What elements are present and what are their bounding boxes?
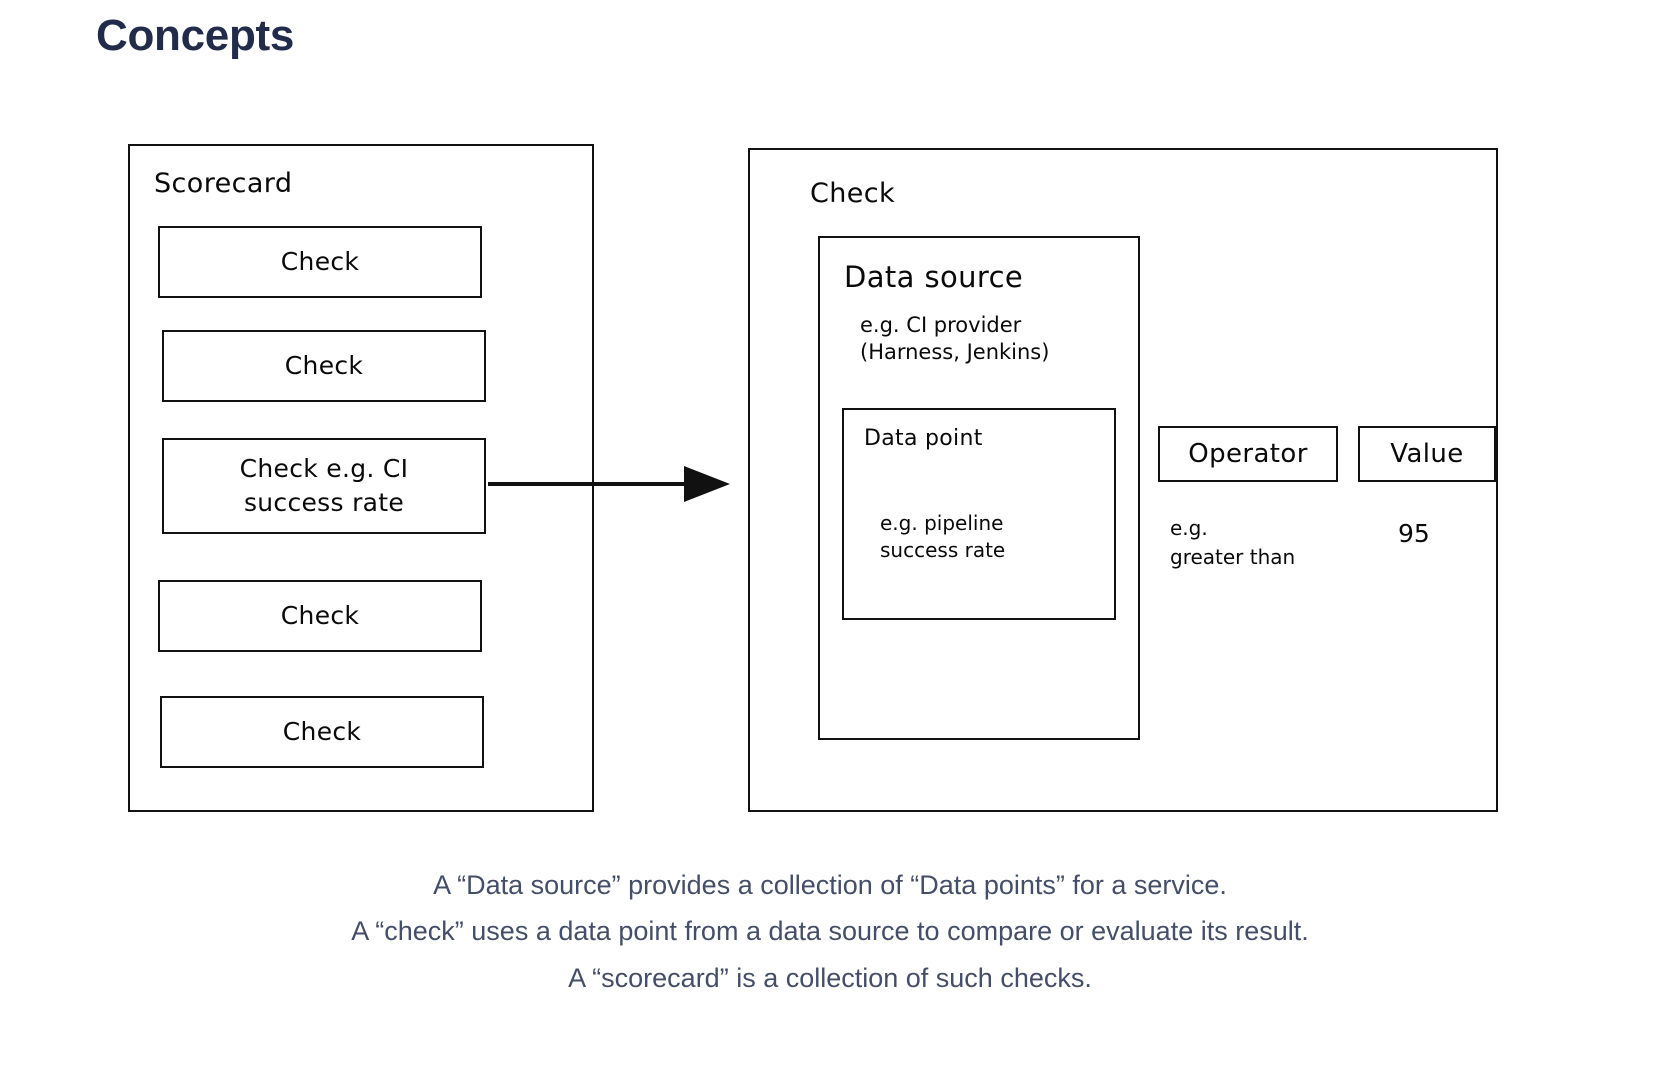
data-source-example-line2: (Harness, Jenkins) <box>860 340 1050 365</box>
value-label: Value <box>1390 439 1464 469</box>
scorecard-check-item-3-label-line2: success rate <box>243 488 405 517</box>
scorecard-panel-title: Scorecard <box>154 168 293 199</box>
scorecard-panel: Scorecard Check Check Check e.g. CI succ… <box>128 144 594 812</box>
data-point-example: e.g. pipeline success rate <box>880 510 1005 564</box>
operator-label: Operator <box>1188 439 1308 469</box>
data-source-title: Data source <box>844 260 1024 294</box>
scorecard-check-item-4[interactable]: Check <box>158 580 482 652</box>
scorecard-check-item-5[interactable]: Check <box>160 696 484 768</box>
check-detail-panel: Check Data source e.g. CI provider (Harn… <box>748 148 1498 812</box>
check-detail-title: Check <box>810 178 896 209</box>
scorecard-check-item-1-label: Check <box>280 247 360 277</box>
data-point-box[interactable]: Data point e.g. pipeline success rate <box>842 408 1116 620</box>
scorecard-check-item-2-label: Check <box>284 351 364 381</box>
page-title: Concepts <box>96 11 295 60</box>
scorecard-check-item-4-label: Check <box>280 601 360 631</box>
caption-line-1: A “Data source” provides a collection of… <box>433 870 1227 900</box>
data-point-example-line2: success rate <box>880 538 1006 562</box>
operator-box[interactable]: Operator <box>1158 426 1338 482</box>
data-source-example-line1: e.g. CI provider <box>860 313 1022 337</box>
scorecard-check-item-1[interactable]: Check <box>158 226 482 298</box>
value-example: 95 <box>1398 519 1430 548</box>
operator-example-line2: greater than <box>1170 545 1296 569</box>
scorecard-check-item-3-label-line1: Check e.g. CI <box>239 454 409 484</box>
operator-example-line1: e.g. <box>1170 516 1208 540</box>
caption-block: A “Data source” provides a collection of… <box>0 862 1660 1001</box>
operator-example: e.g. greater than <box>1170 514 1295 572</box>
scorecard-check-item-2[interactable]: Check <box>162 330 486 402</box>
data-point-title: Data point <box>864 426 983 451</box>
caption-line-2: A “check” uses a data point from a data … <box>351 916 1309 947</box>
value-box[interactable]: Value <box>1358 426 1496 482</box>
data-source-box[interactable]: Data source e.g. CI provider (Harness, J… <box>818 236 1140 740</box>
caption-line-3: A “scorecard” is a collection of such ch… <box>568 962 1092 993</box>
arrow-right-icon <box>488 466 730 502</box>
data-point-example-line1: e.g. pipeline <box>880 511 1004 535</box>
scorecard-check-item-ci-success-rate[interactable]: Check e.g. CI success rate <box>162 438 486 534</box>
scorecard-check-item-5-label: Check <box>282 717 362 747</box>
data-source-example: e.g. CI provider (Harness, Jenkins) <box>860 312 1049 367</box>
